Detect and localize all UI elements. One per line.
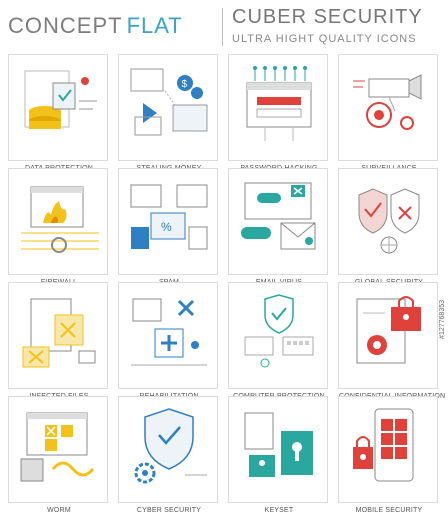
spam-icon: % [130, 184, 208, 250]
tile-firewall: FIREWALL [8, 168, 108, 286]
header-title-block: CUBER SECURITY ULTRA HIGHT QUALITY ICONS [232, 6, 423, 48]
header-subtitle: ULTRA HIGHT QUALITY ICONS [232, 33, 417, 45]
tile-cyber-security: CYBER SECURITY [118, 396, 218, 514]
tile-mobile-security: MOBILE SECURITY [338, 396, 438, 514]
confidential-information-icon [356, 296, 421, 364]
infected-files-icon [22, 298, 96, 368]
firewall-icon [21, 186, 99, 253]
surveillance-icon [353, 74, 422, 130]
computer-protection-icon [244, 294, 314, 368]
tile-data-protection: DATA PROTECTION [8, 54, 108, 172]
header-flat: FLAT [126, 13, 183, 38]
tile-password-hacking: PASSWORD HACKING [228, 54, 328, 172]
header-title: CUBER SECURITY [232, 6, 423, 28]
data-protection-icon [24, 70, 97, 129]
header-divider [222, 8, 223, 46]
tile-worm: WORM [8, 396, 108, 514]
tile-email-virus: EMAIL VIRUS [228, 168, 328, 286]
tile-label: CYBER SECURITY [136, 507, 202, 514]
tile-keyset: KEYSET [228, 396, 328, 514]
tile-global-security: GLOBAL SECURITY [338, 168, 438, 286]
stealing-money-icon: $ [130, 68, 208, 136]
tile-label: KEYSET [264, 507, 294, 514]
tile-computer-protection: COMPUTER PROTECTION [228, 282, 328, 400]
tile-surveillance: SURVEILLANCE [338, 54, 438, 172]
rehabilitation-icon [131, 298, 207, 366]
header-concept-flat: CONCEPT FLAT [8, 8, 183, 44]
mobile-security-icon [353, 408, 414, 482]
svg-text:$: $ [182, 79, 188, 90]
stock-watermark: #127768353 [439, 300, 446, 339]
password-hacking-icon [246, 66, 312, 141]
keyset-icon [244, 412, 313, 477]
header-concept: CONCEPT [8, 13, 123, 38]
tile-label: MOBILE SECURITY [355, 507, 423, 514]
tile-stealing-money: $ STEALING MONEY [118, 54, 218, 172]
tile-confidential-information: CONFIDENTIAL INFORMATION [338, 282, 445, 400]
tile-spam: % SPAM [118, 168, 218, 286]
cyber-security-icon [134, 408, 207, 484]
svg-text:%: % [161, 220, 172, 234]
tile-label: WORM [47, 507, 71, 514]
tile-rehabilitation: REHABILITATION [118, 282, 218, 400]
global-security-icon [358, 188, 420, 254]
email-virus-icon [241, 182, 316, 250]
worm-icon [20, 412, 95, 482]
tile-infected-files: INFECTED FILES [8, 282, 108, 400]
